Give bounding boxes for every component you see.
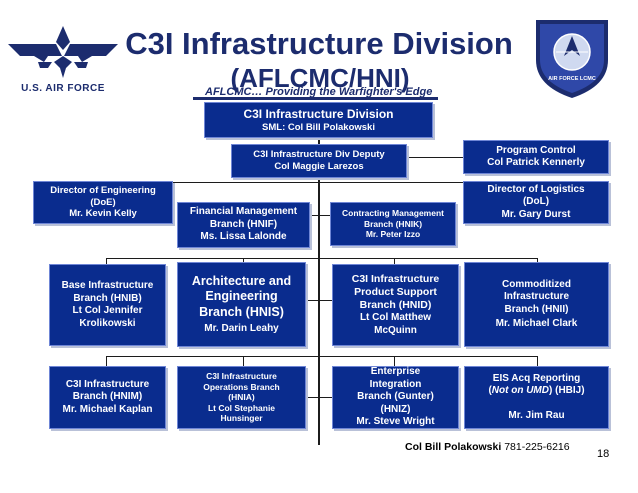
doe-title: Director of Engineering	[50, 184, 156, 196]
hnia-line1: C3I Infrastructure	[206, 370, 277, 381]
usaf-wings-icon	[8, 26, 118, 78]
hnif-person: Ms. Lissa Lalonde	[200, 231, 287, 243]
aflcmc-seal: AIR FORCE LCMC	[530, 16, 614, 100]
hbij-line2-note: Not on UMD	[491, 385, 549, 397]
page-subtitle: (AFLCMC/HNI)	[230, 63, 410, 93]
hbij-line3: Mr. Jim Rau	[508, 409, 565, 421]
hbij-box[interactable]: EIS Acq Reporting (Not on UMD) (HBIJ) Mr…	[464, 366, 609, 429]
hnim-line3: Mr. Michael Kaplan	[62, 403, 153, 415]
connector-fin-contract	[310, 215, 330, 216]
hnii-line3: Branch (HNII)	[504, 303, 569, 315]
footer-contact-phone: 781-225-6216	[504, 441, 570, 453]
footer-contact-name: Col Bill Polakowski	[405, 441, 502, 453]
hnis-line2: Engineering	[205, 289, 278, 304]
tagline: AFLCMC… Providing the Warfighter's Edge	[205, 86, 433, 98]
program-control-person: Col Patrick Kennerly	[487, 157, 585, 168]
deputy-box[interactable]: C3I Infrastructure Div Deputy Col Maggie…	[231, 144, 407, 178]
hbij-line2: (Not on UMD) (HBIJ)	[488, 385, 584, 398]
hniz-line1: Enterprise	[370, 366, 421, 378]
division-name: C3I Infrastructure Division	[243, 106, 394, 121]
connector-hnid	[394, 258, 395, 264]
deputy-title: C3I Infrastructure Div Deputy	[253, 149, 385, 161]
connector-hbij	[537, 356, 538, 366]
connector-hnis-hnid	[306, 300, 332, 301]
hnii-box[interactable]: Commoditized Infrastructure Branch (HNII…	[464, 262, 609, 347]
hnib-box[interactable]: Base Infrastructure Branch (HNIB) Lt Col…	[49, 264, 166, 346]
footer-contact: Col Bill Polakowski 781-225-6216	[405, 441, 570, 453]
hniz-line5: Mr. Steve Wright	[356, 416, 435, 428]
hnik-title: Contracting Management	[341, 208, 444, 219]
hnis-line3: Branch (HNIS)	[199, 305, 284, 320]
hbij-line2-open: (	[488, 385, 492, 397]
hnif-box[interactable]: Financial Management Branch (HNIF) Ms. L…	[177, 202, 310, 248]
hniz-line2: Integration	[369, 378, 422, 390]
hnia-line5: Hunsinger	[220, 413, 263, 424]
hnii-line1: Commoditized	[502, 278, 571, 290]
hbij-line1: EIS Acq Reporting	[492, 372, 581, 384]
program-control-title: Program Control	[496, 144, 576, 156]
hnid-line1: C3I Infrastructure	[351, 272, 440, 285]
hnik-code: Branch (HNIK)	[363, 218, 423, 229]
connector-hnib	[106, 258, 107, 264]
hniz-line4: (HNIZ)	[380, 403, 411, 415]
hnia-box[interactable]: C3I Infrastructure Operations Branch (HN…	[177, 366, 306, 429]
hnib-line4: Krolikowski	[79, 317, 136, 329]
connector-trunk	[318, 138, 320, 445]
hnif-title: Financial Management	[189, 206, 298, 218]
dol-title: Director of Logistics	[487, 183, 585, 195]
hnis-line4: Mr. Darin Leahy	[204, 322, 279, 334]
connector-hnim	[106, 356, 107, 366]
usaf-logo: U.S. AIR FORCE	[4, 22, 122, 100]
division-box[interactable]: C3I Infrastructure Division SML: Col Bil…	[204, 102, 433, 138]
page-number: 18	[597, 448, 610, 460]
hnis-box[interactable]: Architecture and Engineering Branch (HNI…	[177, 262, 306, 347]
division-sml: SML: Col Bill Polakowski	[262, 121, 375, 133]
connector-row3	[106, 356, 538, 357]
connector-hnii	[537, 258, 538, 264]
hbij-line2-close: ) (HBIJ)	[549, 385, 585, 397]
hnii-line2: Infrastructure	[503, 291, 569, 302]
connector-row2	[106, 258, 538, 259]
connector-hniz	[394, 356, 395, 366]
hnid-line5: McQuinn	[374, 324, 417, 336]
hnif-code: Branch (HNIF)	[209, 218, 278, 230]
program-control-box[interactable]: Program Control Col Patrick Kennerly	[463, 140, 609, 174]
connector-directors	[173, 182, 463, 183]
connector-hnia-hniz	[306, 397, 332, 398]
hnid-line2: Product Support	[354, 285, 437, 298]
title-rule	[193, 97, 438, 100]
hnim-line2: Branch (HNIM)	[72, 391, 143, 403]
hniz-line3: Branch (Gunter)	[357, 391, 434, 403]
hnid-line4: Lt Col Matthew	[359, 312, 432, 324]
aflcmc-shield-icon	[536, 20, 608, 98]
hnim-box[interactable]: C3I Infrastructure Branch (HNIM) Mr. Mic…	[49, 366, 166, 429]
hnib-line1: Base Infrastructure	[61, 280, 154, 291]
hniz-box[interactable]: Enterprise Integration Branch (Gunter) (…	[332, 366, 459, 429]
doe-code: (DoE)	[90, 196, 116, 208]
hnii-line4: Mr. Michael Clark	[495, 318, 578, 329]
connector-hnia	[243, 356, 244, 366]
hnib-line2: Branch (HNIB)	[73, 292, 142, 304]
hnik-box[interactable]: Contracting Management Branch (HNIK) Mr.…	[330, 202, 456, 246]
dol-code: (DoL)	[522, 196, 550, 208]
hnim-line1: C3I Infrastructure	[65, 378, 150, 390]
aflcmc-seal-text: AIR FORCE LCMC	[548, 76, 596, 82]
dol-person: Mr. Gary Durst	[501, 208, 571, 220]
doe-person: Mr. Kevin Kelly	[69, 208, 137, 220]
deputy-person: Col Maggie Larezos	[274, 161, 364, 172]
hnia-line2: Operations Branch	[203, 381, 280, 392]
connector-hnis	[243, 258, 244, 264]
hnid-line3: Branch (HNID)	[359, 299, 432, 312]
hnib-line3: Lt Col Jennifer	[72, 305, 143, 316]
hnik-person: Mr. Peter Izzo	[365, 229, 421, 240]
director-logistics-box[interactable]: Director of Logistics (DoL) Mr. Gary Dur…	[463, 181, 609, 224]
hnis-line1: Architecture and	[191, 273, 292, 288]
usaf-logo-text: U.S. AIR FORCE	[21, 83, 105, 94]
hnid-box[interactable]: C3I Infrastructure Product Support Branc…	[332, 264, 459, 346]
page-title: C3I Infrastructure Division	[125, 26, 513, 61]
director-engineering-box[interactable]: Director of Engineering (DoE) Mr. Kevin …	[33, 181, 173, 224]
hnia-line4: Lt Col Stephanie	[207, 402, 276, 413]
hnia-line3: (HNIA)	[228, 392, 255, 403]
